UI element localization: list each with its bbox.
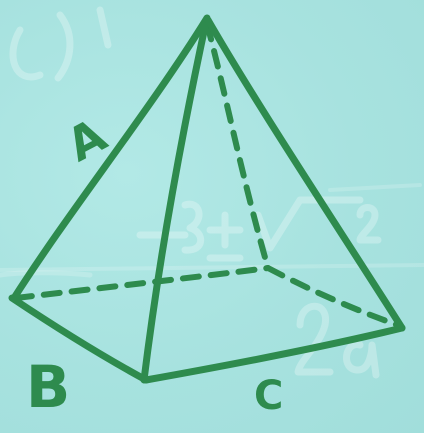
edge-front-right: [142, 324, 406, 384]
edge-apex-front: [140, 18, 210, 384]
visible-edges: [8, 14, 406, 384]
hidden-edge-back-right: [265, 265, 403, 329]
background-watermark: [0, 6, 424, 379]
hidden-edges: [13, 21, 403, 329]
label-c: C: [254, 373, 284, 419]
edge-left-front: [8, 294, 150, 384]
hidden-edge-left-back: [13, 265, 271, 301]
hidden-edge-apex-back: [204, 21, 271, 271]
edge-apex-right: [204, 16, 406, 332]
edge-apex-left: [10, 14, 211, 302]
label-b: B: [26, 353, 71, 421]
